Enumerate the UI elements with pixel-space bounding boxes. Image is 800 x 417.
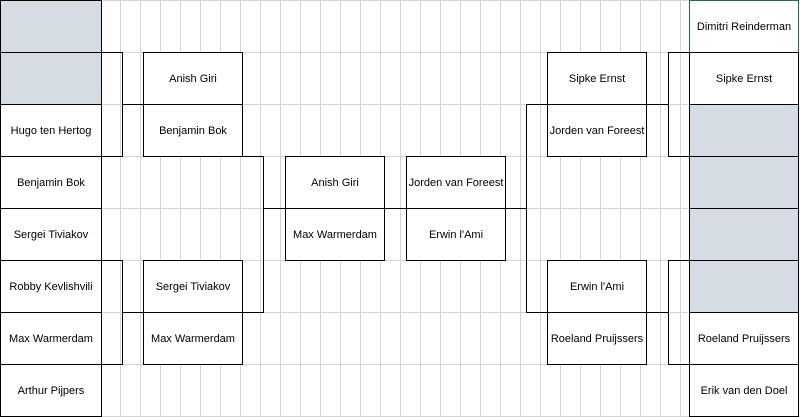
cell-right-r2-1[interactable]: Sipke Ernst (547, 52, 647, 105)
cell-right-r2-2[interactable]: Jorden van Foreest (547, 104, 647, 157)
connector-line (243, 156, 264, 157)
cell-left-r1-3[interactable]: Hugo ten Hertog (0, 104, 102, 157)
connector-line (102, 156, 123, 157)
cell-right-r1-6[interactable] (689, 260, 799, 313)
connector-line (647, 312, 668, 313)
connector-line (668, 52, 689, 53)
connector-line (668, 260, 669, 365)
connector-line (243, 312, 264, 313)
connector-line (264, 208, 285, 209)
connector-line (102, 52, 123, 53)
connector-line (102, 364, 123, 365)
connector-line (263, 156, 264, 313)
cell-left-r1-5[interactable]: Sergei Tiviakov (0, 208, 102, 261)
connector-line (668, 260, 689, 261)
connector-line (647, 104, 668, 105)
connector-line (668, 156, 689, 157)
connector-line (123, 104, 143, 105)
connector-line (102, 260, 123, 261)
cell-right-r1-7[interactable]: Roeland Pruijssers (689, 312, 799, 365)
cell-left-r2-3[interactable]: Sergei Tiviakov (143, 260, 243, 313)
cell-right-r1-4[interactable] (689, 156, 799, 209)
cell-left-semi-1[interactable]: Anish Giri (285, 156, 385, 209)
cell-right-semi-1[interactable]: Jorden van Foreest (406, 156, 506, 209)
connector-line (123, 312, 143, 313)
connector-line (385, 208, 406, 209)
connector-line (527, 104, 547, 105)
cell-left-r1-2[interactable] (0, 52, 102, 105)
cell-right-r1-1[interactable]: Dimitri Reinderman (689, 0, 799, 53)
cell-right-r1-2[interactable]: Sipke Ernst (689, 52, 799, 105)
cell-left-r1-6[interactable]: Robby Kevlishvili (0, 260, 102, 313)
connector-line (122, 260, 123, 365)
cell-left-r2-1[interactable]: Anish Giri (143, 52, 243, 105)
cell-left-r1-1[interactable] (0, 0, 102, 53)
cell-left-r2-2[interactable]: Benjamin Bok (143, 104, 243, 157)
connector-line (527, 312, 547, 313)
cell-right-r1-5[interactable] (689, 208, 799, 261)
connector-line (668, 364, 689, 365)
cell-right-r2-4[interactable]: Roeland Pruijssers (547, 312, 647, 365)
cell-right-r1-8[interactable]: Erik van den Doel (689, 364, 799, 417)
connector-line (668, 52, 669, 157)
cell-left-r1-8[interactable]: Arthur Pijpers (0, 364, 102, 417)
connector-line (526, 104, 527, 313)
cell-left-semi-2[interactable]: Max Warmerdam (285, 208, 385, 261)
cell-left-r1-7[interactable]: Max Warmerdam (0, 312, 102, 365)
cell-right-semi-2[interactable]: Erwin l'Ami (406, 208, 506, 261)
cell-right-r1-3[interactable] (689, 104, 799, 157)
connector-line (122, 52, 123, 157)
cell-right-r2-3[interactable]: Erwin l'Ami (547, 260, 647, 313)
cell-left-r1-4[interactable]: Benjamin Bok (0, 156, 102, 209)
cell-left-r2-4[interactable]: Max Warmerdam (143, 312, 243, 365)
connector-line (506, 208, 527, 209)
